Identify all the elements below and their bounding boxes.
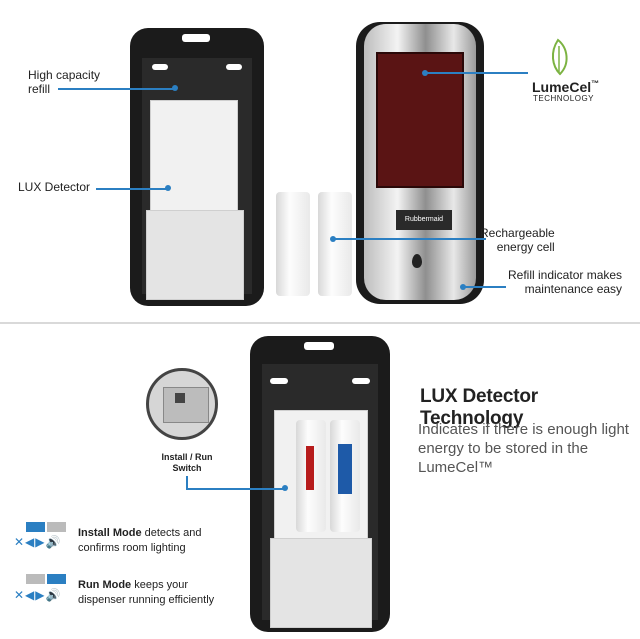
blue-label — [338, 444, 352, 494]
lumecel-leaf-icon — [552, 38, 568, 76]
install-mode-toggle-icon — [26, 522, 66, 532]
callout-high-capacity: High capacity refill — [28, 68, 101, 96]
callout-line-high-capacity — [58, 88, 176, 90]
callout-rechargeable: Rechargeable energy cell — [480, 226, 555, 254]
switch-zoom-circle — [146, 368, 218, 440]
callout-dot-lux-detector — [165, 185, 171, 191]
pump-base-bottom — [270, 538, 372, 628]
callout-line-lux-detector — [96, 188, 168, 190]
run-mode-text: Run Mode keeps your dispenser running ef… — [78, 579, 215, 606]
lux-title: LUX Detector Technology — [420, 386, 538, 429]
callout-lux-detector: LUX Detector — [18, 180, 91, 194]
battery-2 — [318, 192, 352, 296]
run-mode-toggle-icon — [26, 574, 66, 584]
open-dispenser-bottom — [250, 336, 390, 632]
callout-line-solar — [426, 72, 528, 74]
switch-callout-hline — [186, 488, 284, 490]
slot-left-bottom — [270, 378, 288, 384]
pump-base — [146, 210, 244, 300]
open-dispenser-top — [130, 28, 264, 306]
switch-housing — [163, 387, 209, 423]
closed-dispenser-top: Rubbermaid — [356, 22, 484, 304]
brand-badge: Rubbermaid — [396, 210, 452, 230]
lux-description: Indicates if there is enough light energ… — [418, 421, 629, 476]
callout-line-rechargeable — [334, 238, 486, 240]
switch-callout-dot — [282, 485, 288, 491]
callout-dot-solar — [422, 70, 428, 76]
slot-right-bottom — [352, 378, 370, 384]
run-mode-icons: ✕◀▶🔊 — [14, 588, 62, 602]
top-slot-left — [152, 64, 168, 70]
switch-callout-vline — [186, 476, 188, 490]
battery-1 — [276, 192, 310, 296]
switch-knob — [175, 393, 185, 403]
callout-dot-high-capacity — [172, 85, 178, 91]
callout-line-refill-indicator — [464, 286, 506, 288]
callout-dot-rechargeable — [330, 236, 336, 242]
refill-holder — [150, 100, 238, 212]
lumecel-wordmark: LumeCel™ — [532, 79, 600, 95]
switch-label: Install / Run Switch — [161, 452, 213, 473]
section-divider — [0, 322, 640, 324]
lumecel-subtitle: TECHNOLOGY — [533, 94, 595, 103]
top-tab-bottom — [304, 342, 334, 350]
top-tab — [182, 34, 210, 42]
callout-refill-indicator: Refill indicator makes maintenance easy — [508, 268, 623, 296]
top-slot-right — [226, 64, 242, 70]
red-label — [306, 446, 314, 490]
install-mode-icons: ✕◀▶🔊 — [14, 535, 62, 549]
install-mode-text: Install Mode detects and confirms room l… — [78, 527, 202, 554]
dispense-drop-icon — [412, 254, 422, 268]
callout-dot-refill-indicator — [460, 284, 466, 290]
solar-window — [376, 52, 464, 188]
